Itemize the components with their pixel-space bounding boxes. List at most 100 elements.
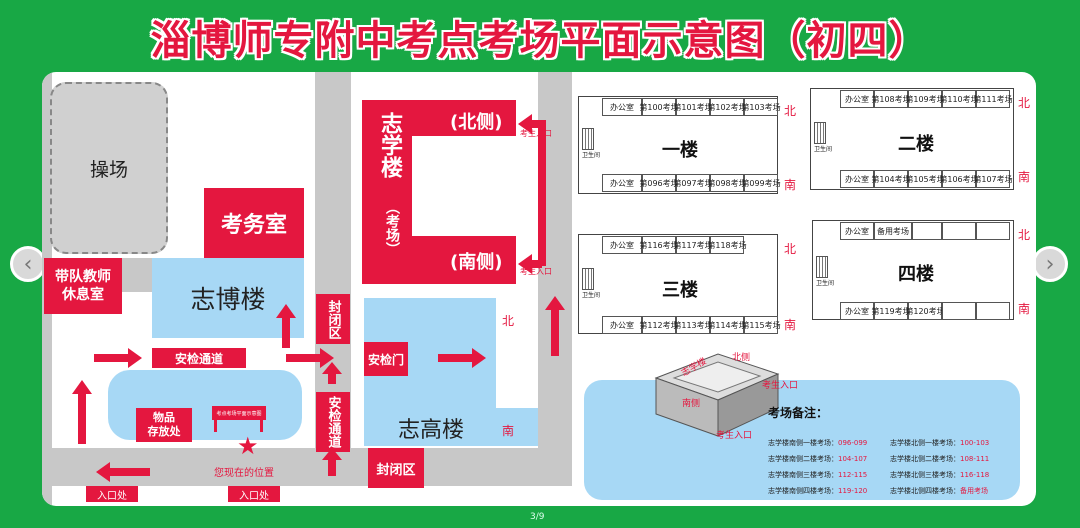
room: 第101考场 <box>673 98 713 116</box>
playground: 操场 <box>50 82 168 254</box>
sealed-zone-2: 封闭区 <box>368 448 424 488</box>
room: 办公室 <box>840 90 874 108</box>
exam-office: 考务室 <box>204 188 304 258</box>
note-row: 志学楼北侧三楼考场：116-118 <box>890 471 990 479</box>
illustration-south: 南侧 <box>682 399 701 409</box>
illustration-north: 北侧 <box>732 353 751 363</box>
room: 第120考场 <box>905 302 945 320</box>
floor1-south-rooms: 办公室 第096考场 第097考场 第098考场 第099考场 <box>602 174 781 192</box>
south-label: 南 <box>502 424 515 438</box>
prev-slide-button[interactable]: ‹ <box>10 246 46 282</box>
room: 第111考场 <box>973 90 1013 108</box>
illustration-entrance-south: 考生入口 <box>716 431 753 441</box>
floor4-north-rooms: 办公室 备用考场 <box>840 222 1010 240</box>
room: 备用考场 <box>874 222 912 240</box>
floor3-name: 三楼 <box>662 280 698 301</box>
room <box>942 302 976 320</box>
zhixue-sub-label: （考场） <box>384 200 400 256</box>
stair-icon <box>582 128 594 150</box>
arrow-right-icon <box>438 348 486 368</box>
entrance-2[interactable]: 入口处 <box>228 486 280 502</box>
room: 第109考场 <box>905 90 945 108</box>
floor2-name: 二楼 <box>898 134 934 155</box>
arrow-up-icon <box>322 448 342 476</box>
note-row: 志学楼北侧二楼考场：108-111 <box>890 455 990 463</box>
room: 第118考场 <box>707 236 747 254</box>
pager: 3/9 <box>530 512 545 522</box>
floor2-south: 南 <box>1018 170 1031 184</box>
floor3-north: 北 <box>784 242 797 256</box>
room: 第103考场 <box>741 98 781 116</box>
next-slide-button[interactable]: › <box>1032 246 1068 282</box>
room: 第114考场 <box>707 316 747 334</box>
room: 第115考场 <box>741 316 781 334</box>
restroom-label: 卫生间 <box>816 280 835 287</box>
zhixue-south-wing <box>362 236 516 284</box>
arrow-up-icon <box>322 362 342 384</box>
room: 第100考场 <box>639 98 679 116</box>
floor3-south-rooms: 办公室 第112考场 第113考场 第114考场 第115考场 <box>602 316 781 334</box>
room <box>976 302 1010 320</box>
room: 办公室 <box>840 222 874 240</box>
room: 第104考场 <box>871 170 911 188</box>
floor1-name: 一楼 <box>662 140 698 161</box>
exam-entrance-north: 考生入口 <box>520 129 552 138</box>
security-channel-1: 安检通道 <box>152 348 246 368</box>
zhigao-building: 志高楼 <box>398 418 465 443</box>
security-door: 安检门 <box>364 342 408 376</box>
floor1-north: 北 <box>784 104 797 118</box>
restroom-label: 卫生间 <box>582 292 601 299</box>
room: 第097考场 <box>673 174 713 192</box>
arrow-right-icon <box>286 348 334 368</box>
map-board: 操场 考务室 带队教师 休息室 志博楼 安检通道 物品 存放处 考点考场平面示意… <box>42 72 1036 506</box>
floor4-south-rooms: 办公室 第119考场 第120考场 <box>840 302 1010 320</box>
room: 第099考场 <box>741 174 781 192</box>
room: 第107考场 <box>973 170 1013 188</box>
room <box>942 222 976 240</box>
zhixue-building-label: 志学楼 <box>377 112 402 178</box>
stair-icon <box>816 256 828 278</box>
floor1-north-rooms: 办公室 第100考场 第101考场 第102考场 第103考场 <box>602 98 781 116</box>
room: 办公室 <box>840 170 874 188</box>
room <box>912 222 942 240</box>
you-are-here: 您现在的位置 <box>214 468 274 479</box>
north-label: 北 <box>502 314 515 328</box>
arrow-left-icon <box>96 462 150 482</box>
zhixue-south-side: (南侧) <box>450 252 503 273</box>
floor4-name: 四楼 <box>898 264 934 285</box>
page-title: 淄博师专附中考点考场平面示意图（初四） <box>150 18 930 64</box>
room: 办公室 <box>602 174 642 192</box>
arrow-right-icon <box>94 348 142 368</box>
restroom-label: 卫生间 <box>814 146 833 153</box>
room: 办公室 <box>602 98 642 116</box>
note-row: 志学楼南侧三楼考场：112-115 <box>768 471 868 479</box>
chevron-right-icon: › <box>1045 251 1055 277</box>
sign-leg <box>214 420 217 432</box>
room: 第117考场 <box>673 236 713 254</box>
room: 第108考场 <box>871 90 911 108</box>
room: 第113考场 <box>673 316 713 334</box>
room: 第096考场 <box>639 174 679 192</box>
map-board-sign: 考点考场平面示意图 <box>212 406 266 420</box>
zhigao-extension <box>496 408 538 446</box>
teacher-lounge: 带队教师 休息室 <box>44 258 122 314</box>
arrow-left-icon <box>518 114 542 134</box>
road-bottom <box>42 448 572 486</box>
floor2-north: 北 <box>1018 96 1031 110</box>
zhixue-north-side: (北侧) <box>450 112 503 133</box>
floor4-north: 北 <box>1018 228 1031 242</box>
route-arrows <box>72 114 565 482</box>
chevron-left-icon: ‹ <box>23 251 33 277</box>
note-row: 志学楼北侧一楼考场：100-103 <box>890 439 990 447</box>
room: 第119考场 <box>871 302 911 320</box>
arrow-up-icon <box>545 296 565 356</box>
note-row: 志学楼南侧四楼考场：119-120 <box>768 487 868 495</box>
notes-heading: 考场备注： <box>768 406 829 420</box>
note-row: 志学楼南侧一楼考场：096-099 <box>768 439 868 447</box>
item-storage: 物品 存放处 <box>136 408 192 442</box>
arrow-left-icon <box>518 254 542 274</box>
sealed-zone-1: 封闭区 <box>316 294 350 344</box>
sign-leg <box>260 420 263 432</box>
floor3-south: 南 <box>784 318 797 332</box>
entrance-1[interactable]: 入口处 <box>86 486 138 502</box>
